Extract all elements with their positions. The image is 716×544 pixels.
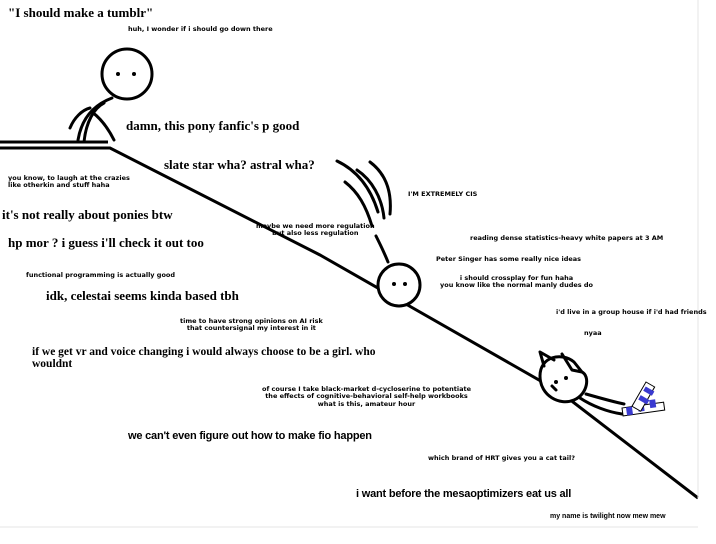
caption-vr-voice: if we get vr and voice changing i would … (32, 346, 376, 370)
caption-blackmarket: of course I take black-market d-cycloser… (262, 385, 472, 408)
striped-socks (621, 381, 666, 417)
caption-laugh: you know, to laugh at the crazies like o… (8, 174, 130, 190)
caption-laugh-line1: you know, to laugh at the crazies (8, 174, 130, 182)
caption-regulation: maybe we need more regulation but also l… (256, 222, 375, 238)
caption-functional: functional programming is actually good (26, 271, 176, 279)
caption-go-down: huh, I wonder if i should go down there (128, 25, 273, 33)
caption-statistics: reading dense statistics-heavy white pap… (470, 234, 664, 242)
caption-title: "I should make a tumblr" (8, 5, 154, 20)
caption-laugh-line2: like otherkin and stuff haha (8, 181, 110, 190)
caption-group-house: i'd live in a group house if i'd had fri… (556, 308, 707, 316)
caption-mesaoptimizers: i want before the mesaoptimizers eat us … (356, 488, 572, 500)
caption-fio: we can't even figure out how to make fio… (128, 430, 372, 442)
caption-regulation-line1: maybe we need more regulation (256, 222, 375, 230)
stick-figure-peeking (68, 47, 154, 144)
caption-peter-singer: Peter Singer has some really nice ideas (436, 255, 582, 263)
caption-not-ponies: it's not really about ponies btw (2, 207, 173, 222)
caption-crossplay: i should crossplay for fun haha you know… (440, 274, 594, 290)
caption-regulation-line2: but also less regulation (272, 229, 359, 238)
caption-nyaa: nyaa (584, 329, 602, 337)
caption-blackmarket-line3: what is this, amateur hour (317, 399, 416, 408)
caption-vr-voice-line1: if we get vr and voice changing i would … (32, 346, 376, 358)
caption-crossplay-line2: you know like the normal manly dudes do (440, 281, 594, 290)
caption-celestai: idk, celestai seems kinda based tbh (46, 288, 239, 303)
caption-blackmarket-line2: the effects of cognitive-behavioral self… (265, 392, 468, 401)
caption-pony-fanfic: damn, this pony fanfic's p good (126, 118, 300, 133)
caption-twilight: my name is twilight now mew mew (550, 513, 666, 520)
caption-blackmarket-line1: of course I take black-market d-cycloser… (262, 385, 472, 393)
caption-hpmor: hp mor ? i guess i'll check it out too (8, 235, 204, 250)
caption-ai-risk-line1: time to have strong opinions on AI risk (180, 317, 323, 325)
caption-ai-risk: time to have strong opinions on AI risk … (180, 317, 323, 333)
caption-slate-star: slate star wha? astral wha? (164, 157, 315, 172)
caption-crossplay-line1: i should crossplay for fun haha (459, 274, 574, 282)
slope-line (0, 146, 699, 500)
stick-figure-tumbling (335, 159, 422, 308)
caption-vr-voice-line2: wouldnt (32, 357, 73, 370)
caption-extremely-cis: I'M EXTREMELY CIS (408, 190, 478, 198)
caption-ai-risk-line2: that countersignal my interest in it (186, 324, 316, 333)
stick-figure-cat (538, 350, 626, 416)
caption-hrt: which brand of HRT gives you a cat tail? (428, 454, 576, 462)
